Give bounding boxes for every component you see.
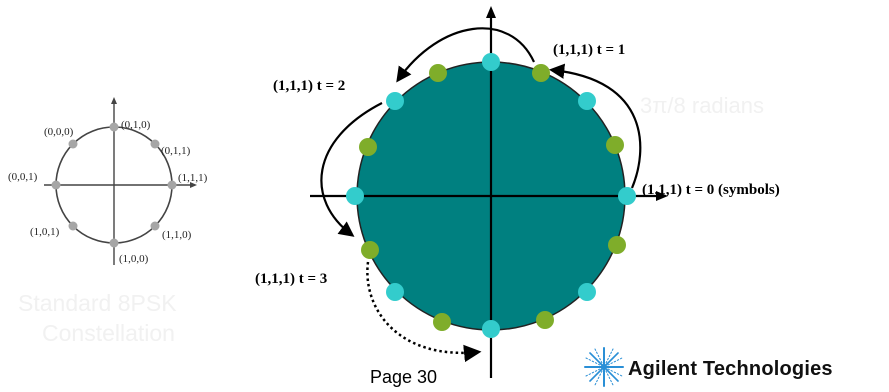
- green-point-337: [608, 236, 626, 254]
- green-point-22: [606, 136, 624, 154]
- small-x-arrowhead: [190, 182, 197, 188]
- page-number: Page 30: [370, 367, 438, 387]
- green-point-112: [429, 64, 447, 82]
- label-t2: (1,1,1) t = 2: [273, 78, 345, 94]
- green-point-157: [359, 138, 377, 156]
- small-label-000: (0,0,0): [44, 126, 74, 138]
- green-point-292: [536, 311, 554, 329]
- cyan-point-0: [618, 187, 636, 205]
- cyan-point-315: [578, 283, 596, 301]
- watermark-standard-line1: Standard 8PSK: [18, 290, 177, 316]
- cyan-point-180: [346, 187, 364, 205]
- small-point-001: [51, 180, 61, 190]
- cyan-point-90: [482, 53, 500, 71]
- small-label-110: (1,1,0): [162, 229, 192, 241]
- small-point-000: [68, 139, 78, 149]
- label-t0: (1,1,1) t = 0 (symbols): [642, 182, 780, 198]
- small-label-001: (0,0,1): [8, 171, 38, 183]
- green-point-67: [532, 64, 550, 82]
- label-t3: (1,1,1) t = 3: [255, 271, 327, 287]
- small-point-111: [167, 180, 177, 190]
- small-label-101: (1,0,1): [30, 226, 60, 238]
- arrow-t3-to-t4: [366, 261, 482, 363]
- small-point-011: [150, 139, 160, 149]
- small-y-arrowhead: [111, 97, 117, 104]
- label-t1: (1,1,1) t = 1: [553, 42, 625, 58]
- small-label-100: (1,0,0): [119, 253, 149, 265]
- watermark-standard-line2: Constellation: [42, 320, 175, 346]
- arrow-t2-to-t3: [320, 102, 383, 237]
- cyan-point-45: [578, 92, 596, 110]
- arrow-t0-to-t1: [548, 63, 642, 189]
- green-point-247: [433, 313, 451, 331]
- small-point-100: [109, 238, 119, 248]
- small-point-110: [150, 221, 160, 231]
- green-point-202: [361, 241, 379, 259]
- small-label-111: (1,1,1): [178, 172, 208, 184]
- small-point-010: [109, 122, 119, 132]
- cyan-point-135: [386, 92, 404, 110]
- watermark-phase: 3π/8 radians: [640, 93, 765, 118]
- small-label-010: (0,1,0): [121, 119, 151, 131]
- cyan-point-270: [482, 320, 500, 338]
- agilent-spark-icon: [584, 347, 624, 387]
- main-y-arrowhead: [486, 6, 496, 18]
- small-point-101: [68, 221, 78, 231]
- cyan-point-225: [386, 283, 404, 301]
- main-x-arrowhead: [656, 191, 668, 201]
- arrow-t1-to-t2: [396, 27, 535, 83]
- small-label-011: (0,1,1): [161, 145, 191, 157]
- agilent-logo-text: Agilent Technologies: [628, 358, 833, 380]
